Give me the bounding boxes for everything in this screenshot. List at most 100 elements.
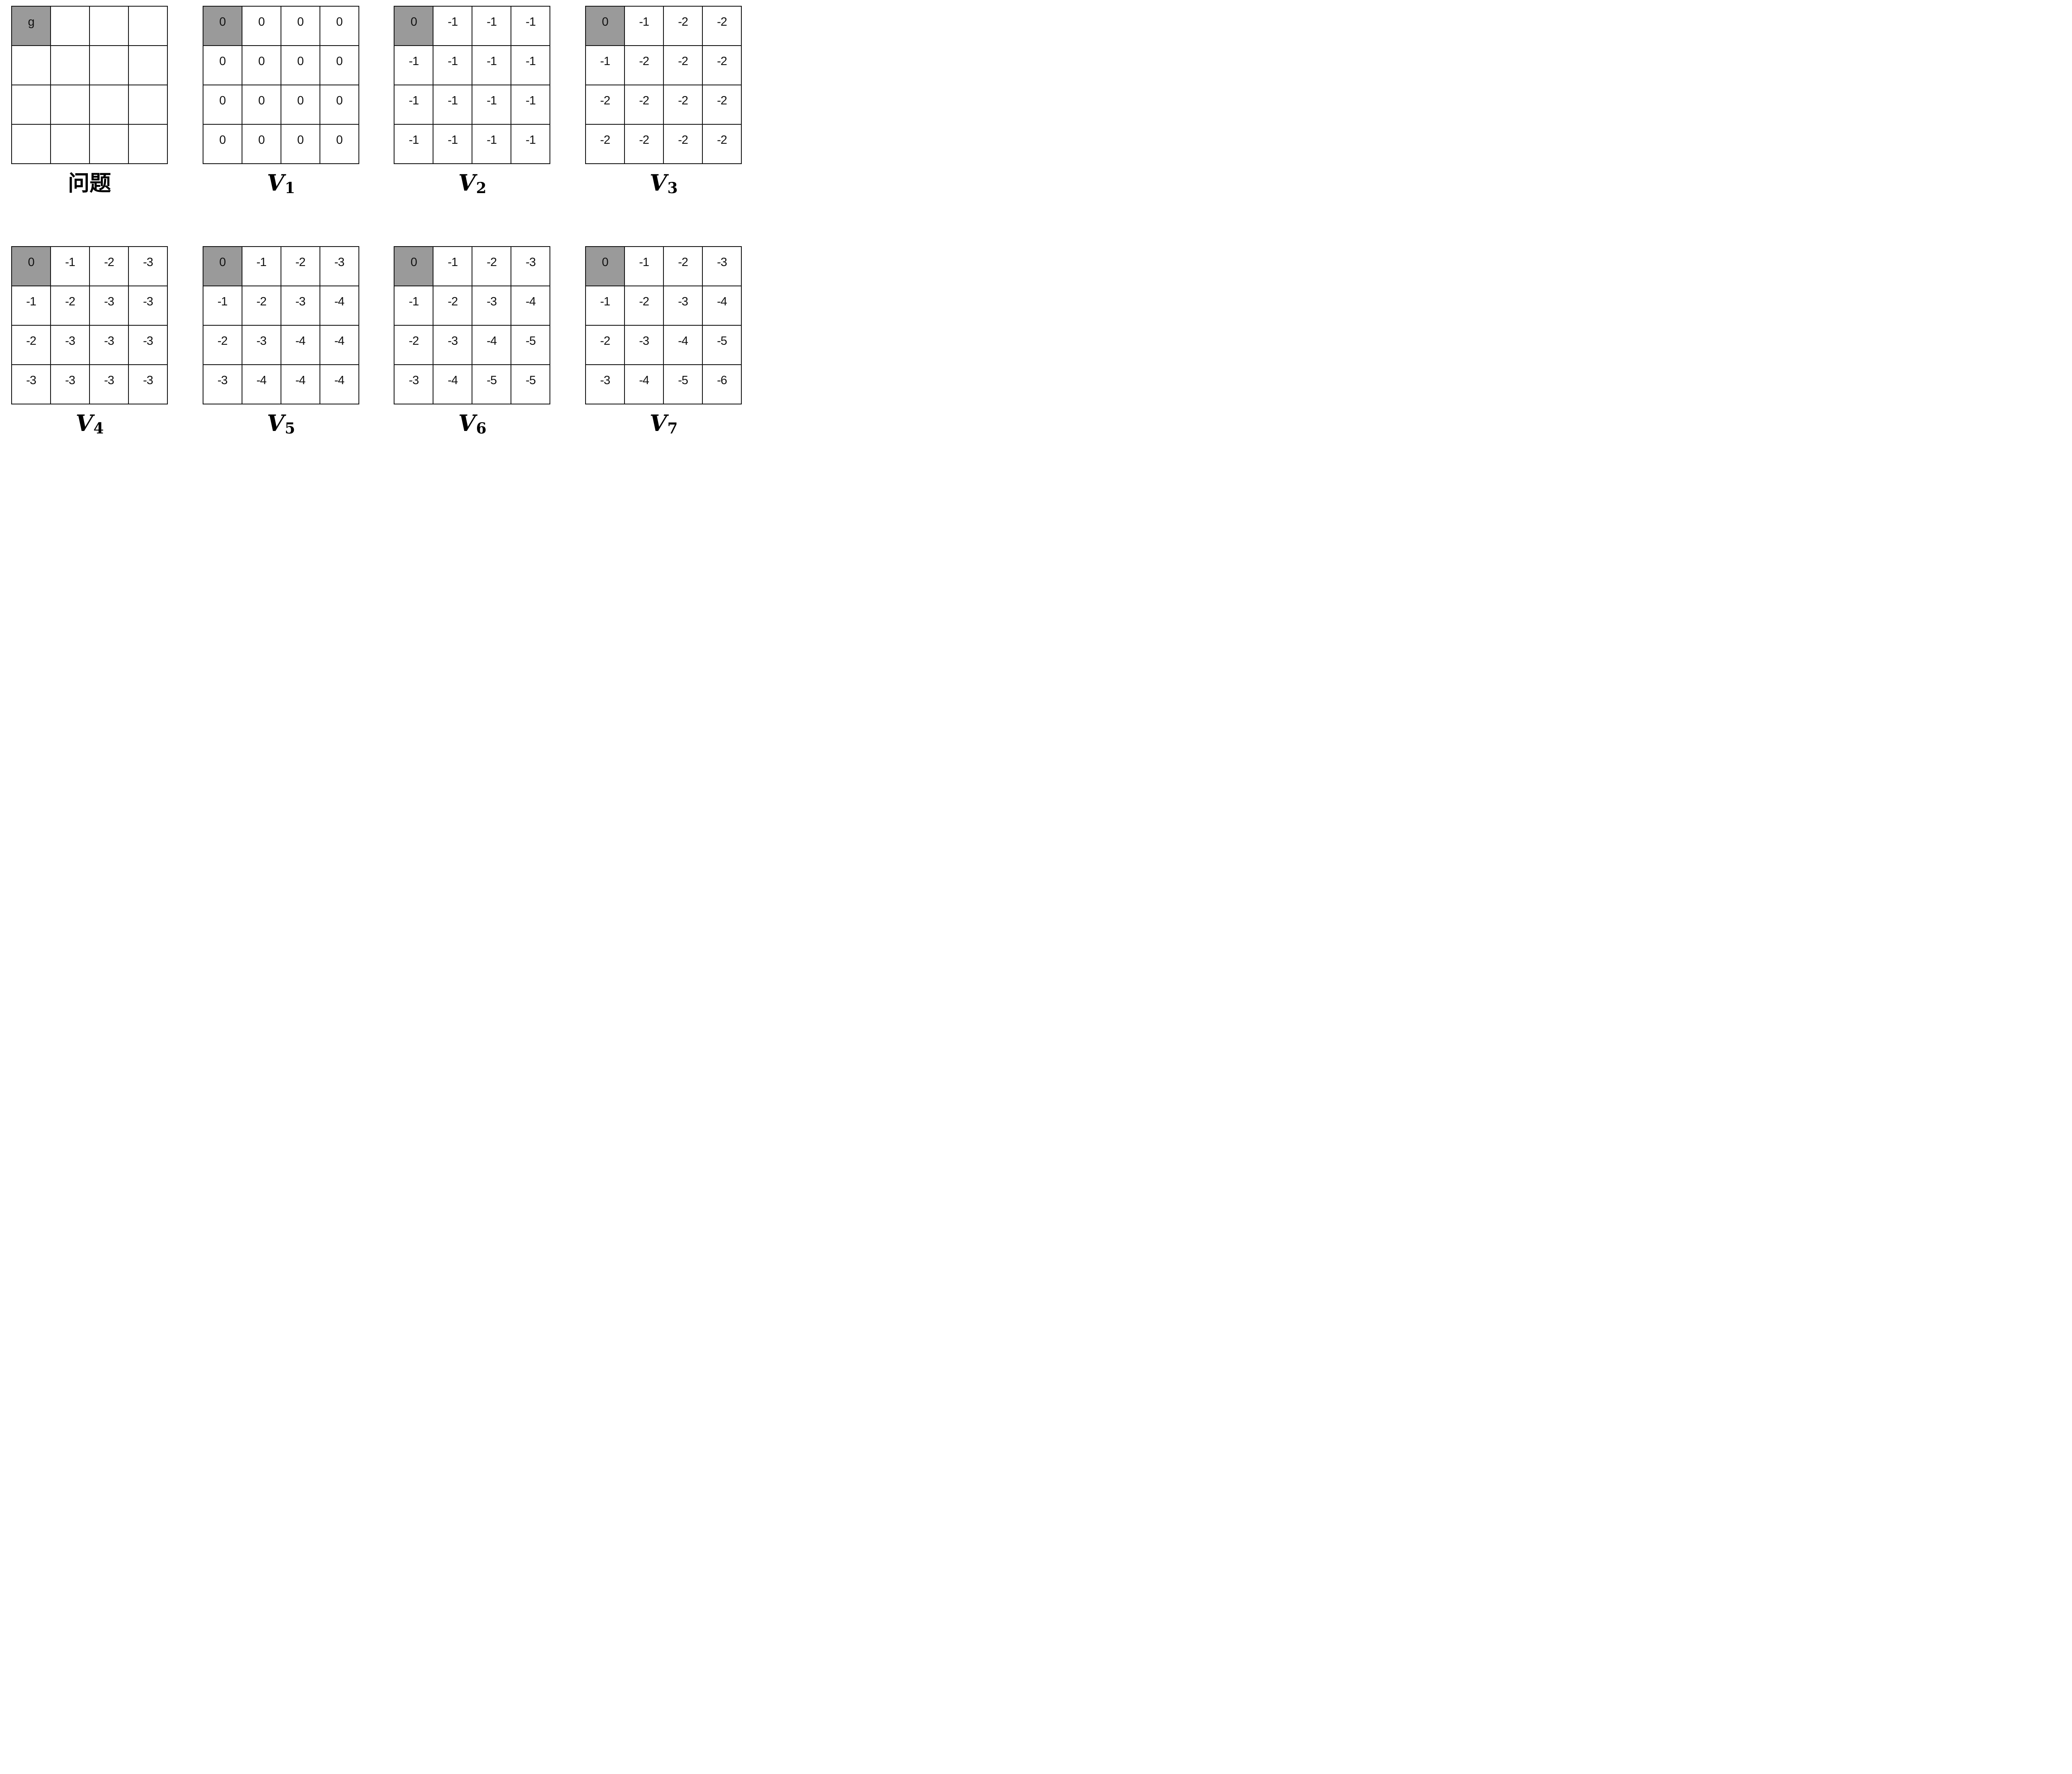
cell-value: -2 <box>717 15 727 29</box>
cell-value: 0 <box>336 55 343 68</box>
grid-cell: -1 <box>394 85 434 125</box>
grid-row: 0-1-2-3 <box>394 246 551 286</box>
grid-cell <box>11 45 51 85</box>
cell-value: -3 <box>525 256 536 269</box>
cell-value: -3 <box>487 295 497 308</box>
cell-value: 0 <box>258 15 265 29</box>
grid-cell: -3 <box>128 286 168 326</box>
grid-cell: 0 <box>241 124 281 164</box>
grid-row: -1-2-2-2 <box>585 45 742 85</box>
cell-value: -3 <box>104 334 114 348</box>
cell-value: -5 <box>487 374 497 387</box>
grid-cell: -1 <box>394 45 434 85</box>
cell-value: -4 <box>334 295 345 308</box>
grid-cell: -4 <box>280 325 320 365</box>
cell-value: 0 <box>297 55 304 68</box>
grid-row <box>11 45 168 85</box>
goal-cell: g <box>11 6 51 46</box>
cell-value: -4 <box>717 295 727 308</box>
cell-value: -1 <box>448 55 458 68</box>
grid-cell: -4 <box>241 364 281 404</box>
grid-cell: 0 <box>241 85 281 125</box>
grid-cell: -4 <box>702 286 742 326</box>
grid-row: -2-3-4-5 <box>394 325 551 365</box>
grid-label-symbol: V <box>458 169 476 196</box>
grid-row <box>11 85 168 125</box>
grid-label-subscript: 3 <box>667 179 678 197</box>
grid-cell: -2 <box>585 124 625 164</box>
cell-value: -4 <box>295 374 306 387</box>
grid-row: -1-2-3-4 <box>585 286 742 326</box>
grid-cell: 0 <box>319 124 359 164</box>
grid-cell: -2 <box>702 45 742 85</box>
cell-value: -1 <box>525 15 536 29</box>
grid-row: -3-4-5-5 <box>394 364 551 404</box>
cell-value: -1 <box>217 295 228 308</box>
grid-label-symbol: V <box>267 410 285 436</box>
cell-value: -4 <box>334 334 345 348</box>
grid-cell <box>128 124 168 164</box>
grid-row: 0-1-2-3 <box>585 246 742 286</box>
grid-cell: -3 <box>89 364 129 404</box>
grid-cell: 0 <box>280 45 320 85</box>
grid-cell: -2 <box>624 124 664 164</box>
cell-value: -2 <box>717 55 727 68</box>
cell-value: -1 <box>409 295 419 308</box>
goal-cell: 0 <box>394 6 434 46</box>
grid-cell: 0 <box>202 124 242 164</box>
cell-value: -3 <box>104 295 114 308</box>
grid-cell <box>89 45 129 85</box>
cell-value: -5 <box>678 374 688 387</box>
grid-cell <box>89 124 129 164</box>
grid-label-subscript: 2 <box>476 179 487 197</box>
grid-cell: -3 <box>433 325 473 365</box>
cell-value: -1 <box>256 256 267 269</box>
cell-value: -3 <box>65 334 75 348</box>
grid-cell <box>128 45 168 85</box>
value-grid-V3: 0-1-2-2-1-2-2-2-2-2-2-2-2-2-2-2 <box>585 6 742 164</box>
grid-cell: -4 <box>319 286 359 326</box>
cell-value: 0 <box>297 133 304 147</box>
grid-cell: -2 <box>11 325 51 365</box>
cell-value: -2 <box>600 334 610 348</box>
cell-value: -5 <box>525 334 536 348</box>
cell-value: -3 <box>143 334 153 348</box>
grid-cell: -1 <box>624 246 664 286</box>
cell-value: -1 <box>65 256 75 269</box>
cell-value: 0 <box>297 94 304 107</box>
cell-value: -4 <box>448 374 458 387</box>
grid-cell <box>128 85 168 125</box>
grid-cell: -1 <box>472 124 512 164</box>
grid-cell <box>11 124 51 164</box>
grid-cell: -2 <box>624 286 664 326</box>
grid-cell: -2 <box>663 45 703 85</box>
goal-cell: 0 <box>394 246 434 286</box>
grid-cell: 0 <box>319 85 359 125</box>
grid-label-problem: 问题 <box>68 172 111 197</box>
cell-value: -2 <box>717 94 727 107</box>
cell-value: -1 <box>409 133 419 147</box>
cell-value: -1 <box>525 133 536 147</box>
grid-cell: -3 <box>702 246 742 286</box>
grid-row: 0-1-2-2 <box>585 6 742 46</box>
grid-cell: -3 <box>50 364 90 404</box>
grid-cell: -4 <box>433 364 473 404</box>
cell-value: -2 <box>600 94 610 107</box>
grid-label-subscript: 1 <box>285 179 295 197</box>
cell-value: -4 <box>525 295 536 308</box>
cell-value: -3 <box>143 374 153 387</box>
grid-cell: 0 <box>202 85 242 125</box>
grid-cell: -3 <box>202 364 242 404</box>
cell-value: -3 <box>448 334 458 348</box>
grid-row: 0-1-1-1 <box>394 6 551 46</box>
grid-row: -1-1-1-1 <box>394 45 551 85</box>
grid-cell: -4 <box>319 325 359 365</box>
grid-cell: -3 <box>280 286 320 326</box>
grid-cell: -1 <box>433 124 473 164</box>
